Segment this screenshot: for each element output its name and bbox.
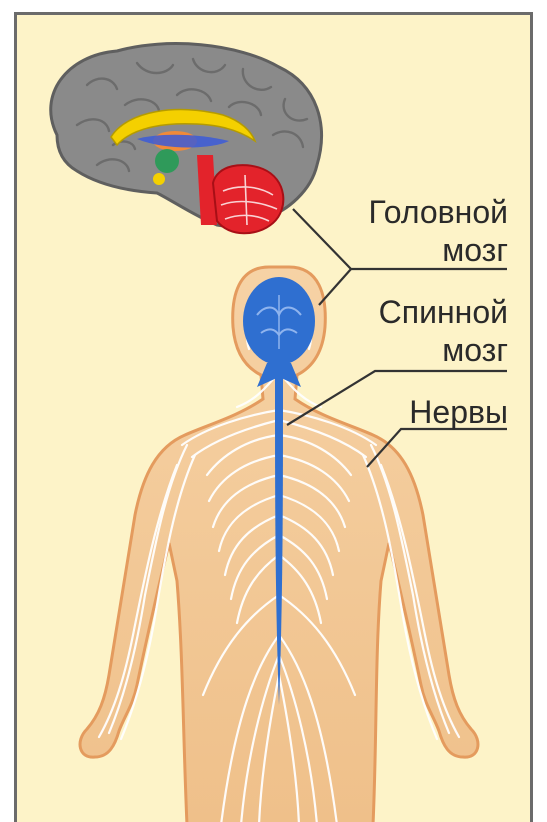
label-brain: Головной мозг <box>369 193 508 269</box>
label-brain-line1: Головной <box>369 193 508 231</box>
label-spinal-cord: Спинной мозг <box>379 293 508 369</box>
label-brain-line2: мозг <box>369 231 508 269</box>
label-spinal-cord-line2: мозг <box>379 331 508 369</box>
label-nerves: Нервы <box>409 393 508 431</box>
leader-brain-head <box>319 269 351 305</box>
brain-cross-section <box>51 44 322 234</box>
diagram-panel: Головной мозг Спинной мозг Нервы <box>14 12 533 822</box>
label-spinal-cord-line1: Спинной <box>379 293 508 331</box>
hypothalamus <box>155 149 179 173</box>
cerebellum <box>213 165 283 233</box>
